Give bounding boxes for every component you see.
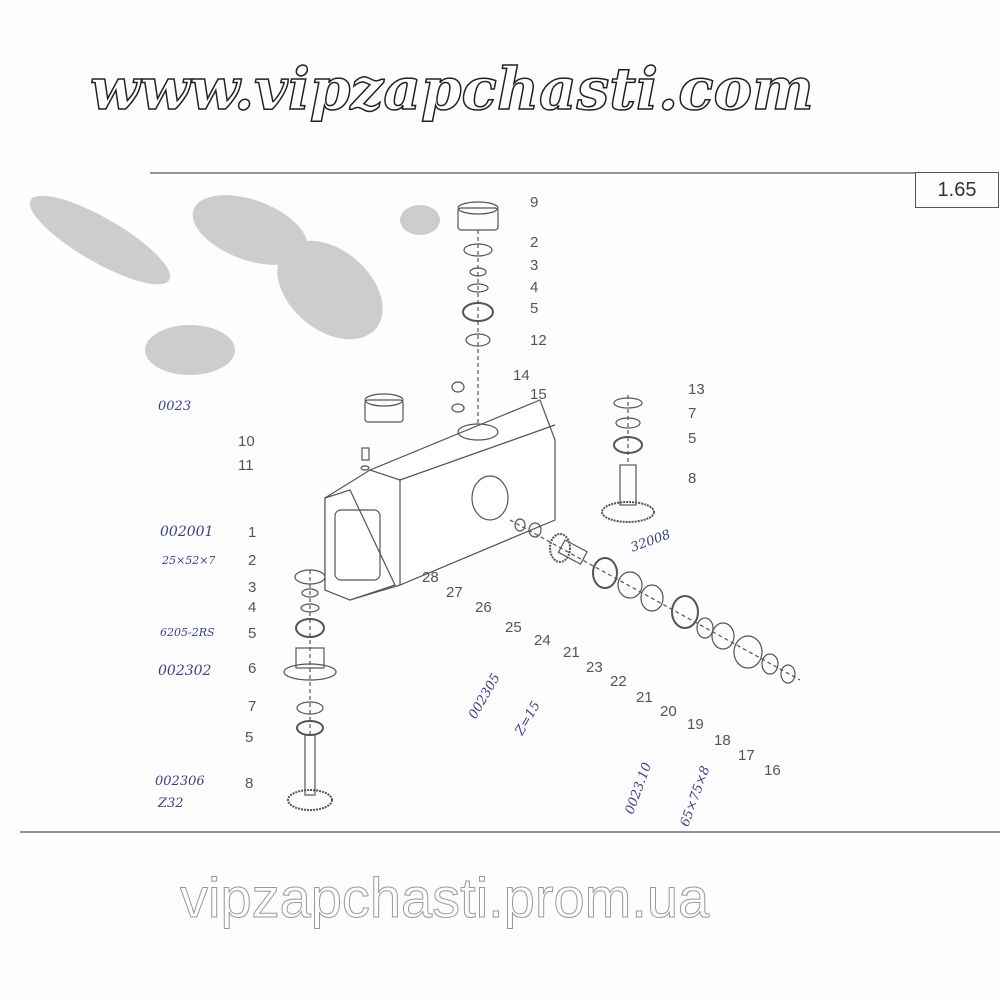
callout-5-left-lower: 5 bbox=[245, 729, 254, 746]
callout-8-left: 8 bbox=[245, 775, 254, 792]
note-002001: 002001 bbox=[160, 524, 214, 540]
callout-4-left: 4 bbox=[248, 599, 257, 616]
callout-19: 19 bbox=[687, 716, 704, 733]
callout-5-left: 5 bbox=[248, 625, 257, 642]
diagonal-shaft-parts bbox=[509, 518, 801, 684]
callout-10: 10 bbox=[238, 433, 255, 450]
callout-28: 28 bbox=[422, 569, 439, 586]
callout-4: 4 bbox=[530, 279, 539, 296]
right-column-parts bbox=[601, 395, 655, 523]
note-0023: 0023 bbox=[158, 399, 192, 414]
note-002306: 002306 bbox=[155, 774, 205, 789]
callout-13: 13 bbox=[688, 381, 705, 398]
callout-21: 21 bbox=[563, 644, 580, 661]
callout-16: 16 bbox=[764, 762, 781, 779]
left-column-parts bbox=[283, 447, 370, 811]
callout-7: 7 bbox=[688, 405, 697, 422]
callout-20: 20 bbox=[660, 703, 677, 720]
callout-1: 1 bbox=[248, 524, 257, 541]
note-25x52x7: 25×52×7 bbox=[162, 554, 216, 567]
page-number-box: 1.65 bbox=[915, 172, 999, 208]
callout-8-right: 8 bbox=[688, 470, 697, 487]
callout-5: 5 bbox=[530, 300, 539, 317]
callout-11: 11 bbox=[238, 457, 254, 474]
watermark-site: www.vipzapchasti.com bbox=[89, 55, 814, 123]
callout-25: 25 bbox=[505, 619, 522, 636]
callout-7-left: 7 bbox=[248, 698, 257, 715]
callout-2-left: 2 bbox=[248, 552, 257, 569]
note-6205-2rs: 6205-2RS bbox=[160, 626, 215, 639]
callout-18: 18 bbox=[714, 732, 731, 749]
callout-21-b: 21 bbox=[636, 689, 653, 706]
callout-12: 12 bbox=[530, 332, 547, 349]
callout-17: 17 bbox=[738, 747, 755, 764]
callout-26: 26 bbox=[475, 599, 492, 616]
callout-23: 23 bbox=[586, 659, 603, 676]
callout-5-right: 5 bbox=[688, 430, 697, 447]
callout-14: 14 bbox=[513, 367, 530, 384]
watermark-prom: vipzapchasti.prom.ua bbox=[179, 866, 710, 929]
callout-2: 2 bbox=[530, 234, 539, 251]
callout-22: 22 bbox=[610, 673, 627, 690]
callout-15: 15 bbox=[530, 386, 547, 403]
callout-27: 27 bbox=[446, 584, 463, 601]
gearbox-housing bbox=[324, 399, 556, 601]
callout-3-left: 3 bbox=[248, 579, 257, 596]
note-002302: 002302 bbox=[158, 663, 212, 679]
callout-6: 6 bbox=[248, 660, 257, 677]
callout-3: 3 bbox=[530, 257, 539, 274]
top-column-parts bbox=[364, 201, 499, 425]
callout-24: 24 bbox=[534, 632, 551, 649]
callout-9: 9 bbox=[530, 194, 539, 211]
scan-smudges bbox=[29, 195, 440, 375]
note-z32: Z32 bbox=[158, 796, 184, 811]
